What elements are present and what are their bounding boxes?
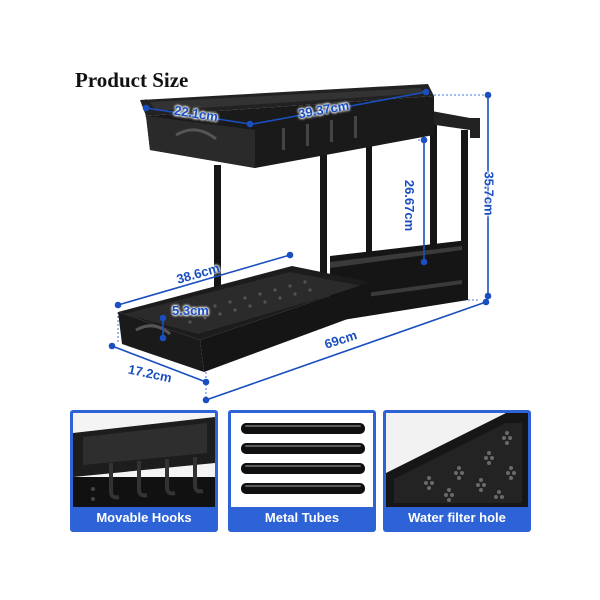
hook-row (282, 116, 357, 150)
water-filter-hole-icon (386, 413, 528, 507)
bottom-drawer (118, 266, 372, 372)
tubes-icon (231, 413, 373, 507)
feature-caption-hooks: Movable Hooks (73, 507, 215, 529)
dimension-arrows (108, 88, 492, 404)
drawer-height-label: 5.3cm (172, 303, 209, 318)
total-height-label: 35.7cm (481, 171, 497, 216)
tier-gap-label: 26.67cm (402, 179, 418, 232)
feature-caption-tubes: Metal Tubes (231, 507, 373, 529)
feature-panel-hooks: Movable Hooks (70, 410, 218, 532)
feature-panel-holes: Water filter hole (383, 410, 531, 532)
feature-panel-tubes: Metal Tubes (228, 410, 376, 532)
hooks-icon (73, 413, 215, 507)
feature-caption-holes: Water filter hole (386, 507, 528, 529)
filter-holes (188, 280, 312, 324)
top-drawer (140, 84, 434, 168)
page-title: Product Size (75, 68, 189, 92)
